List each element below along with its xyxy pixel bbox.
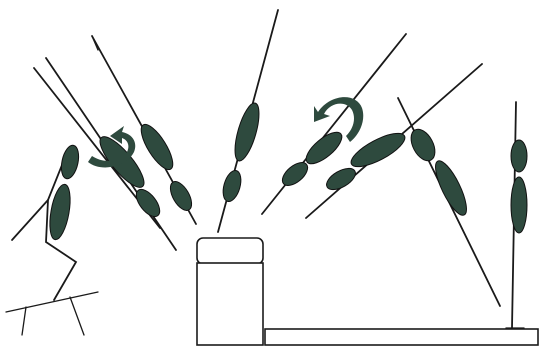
plinth-body (197, 263, 263, 345)
pose-landing-tilt (398, 98, 500, 306)
pose-final-upright (506, 102, 527, 328)
pose5-segment-upper (230, 101, 264, 164)
pose4-segment-lower (166, 178, 196, 214)
pose1-segment-upper (59, 144, 82, 181)
pose8-segment-upper (406, 125, 440, 164)
low-platform (265, 329, 538, 345)
pose4-hand (92, 36, 98, 50)
pose8-segment-lower (430, 157, 472, 219)
plinth-top (197, 238, 263, 264)
pose6-segment-lower (278, 158, 311, 190)
pose-standing-start (12, 144, 81, 300)
pose6-segment-upper (301, 127, 346, 169)
pose-vertical-on-box (218, 10, 278, 232)
pose9-segment-upper (511, 140, 527, 172)
pose9-segment-lower (511, 177, 527, 233)
plinth (197, 238, 263, 345)
pose7-segment-lower (323, 164, 359, 194)
pose5-segment-lower (220, 168, 244, 203)
springboard-leg-left (22, 307, 26, 335)
springboard-board (6, 292, 98, 312)
springboard-leg-right (70, 297, 84, 335)
springboard (6, 292, 98, 335)
pose4-segment-upper (136, 120, 179, 174)
